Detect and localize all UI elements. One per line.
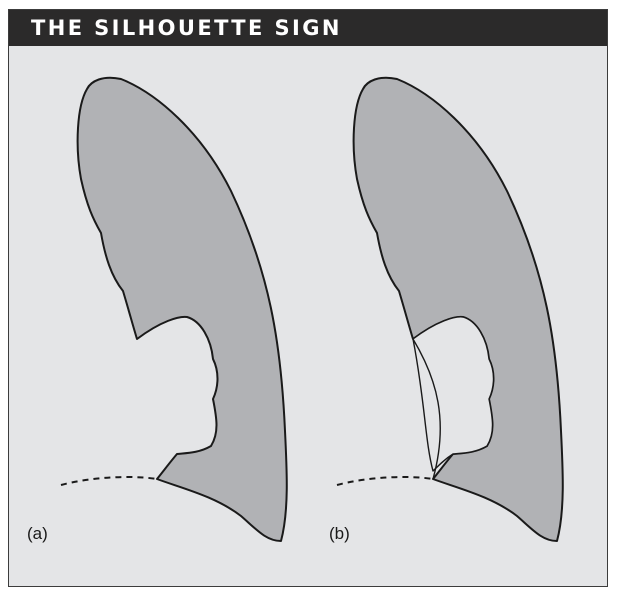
- figure-frame: THE SILHOUETTE SIGN (a) (b): [8, 9, 608, 587]
- diaphragm-dashed-line-a: [61, 477, 157, 485]
- diaphragm-dashed-line-b: [337, 477, 433, 485]
- panel-b: (b): [329, 78, 563, 543]
- lung-silhouette-a: [78, 78, 287, 541]
- lung-silhouette-b: [354, 78, 563, 541]
- panel-a: (a): [27, 78, 287, 543]
- obscured-border-region-b: [413, 317, 494, 471]
- panel-label-a: (a): [27, 524, 48, 543]
- panel-label-b: (b): [329, 524, 350, 543]
- diagram-canvas: (a) (b): [9, 10, 606, 585]
